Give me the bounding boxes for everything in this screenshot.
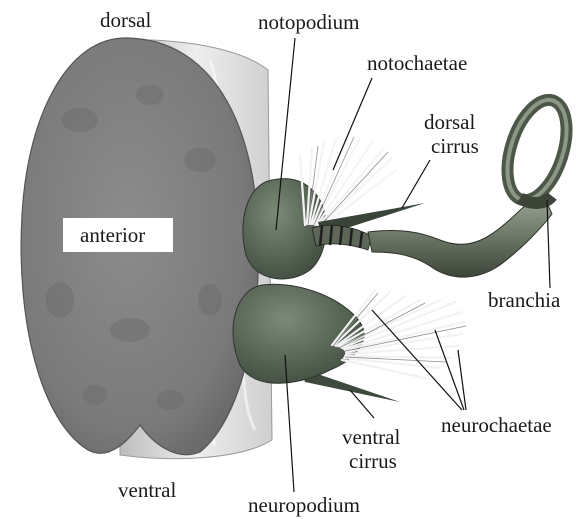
label-ventral-cirrus-line1: ventral xyxy=(342,425,400,449)
label-dorsal-cirrus-line1: dorsal xyxy=(424,110,475,134)
label-neuropodium: neuropodium xyxy=(248,493,360,517)
label-dorsal: dorsal xyxy=(100,8,151,32)
leader-neurochaetae-3 xyxy=(458,350,466,410)
label-ventral: ventral xyxy=(118,478,176,502)
label-anterior: anterior xyxy=(80,223,145,247)
label-branchia: branchia xyxy=(488,288,561,312)
leader-notochaetae xyxy=(333,78,372,170)
label-notopodium: notopodium xyxy=(258,10,360,34)
label-neurochaetae: neurochaetae xyxy=(441,413,552,437)
leader-neurochaetae-2 xyxy=(435,330,464,410)
label-ventral-cirrus-line2: cirrus xyxy=(349,449,397,473)
label-notochaetae: notochaetae xyxy=(367,51,467,75)
label-dorsal-cirrus-line2: cirrus xyxy=(431,134,479,158)
branchia-coil xyxy=(496,93,576,208)
neurochaetae-bundle xyxy=(332,290,465,378)
leader-dorsal-cirrus xyxy=(402,160,430,208)
